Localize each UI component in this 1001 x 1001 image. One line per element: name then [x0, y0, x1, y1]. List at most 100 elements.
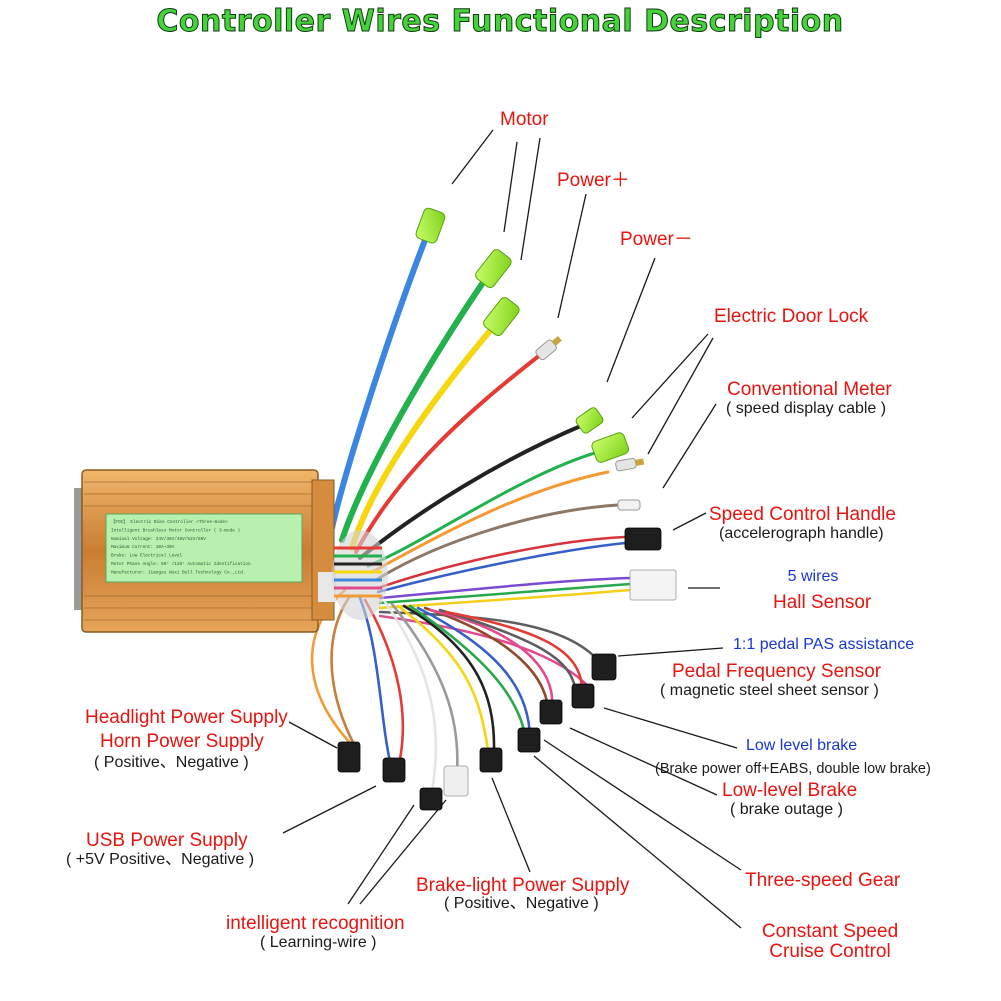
wire-hall-2 [378, 582, 632, 605]
connector-motor-green [475, 249, 512, 288]
plug-learning-black [419, 787, 443, 811]
wire-motor-blue [329, 232, 430, 531]
controller-plate-line: Nominal Voltage: 24V/36V/48V/52V/60V [111, 537, 206, 542]
label-usb-power-supply: USB Power Supply [86, 830, 248, 851]
controller-plate-line: Maximum Current: 10A~30A [111, 545, 175, 550]
wire-cruise-1 [408, 604, 528, 742]
leader-door-lock-2 [647, 337, 714, 455]
wire-brake-light-1 [396, 604, 490, 752]
connector-door-lock-green [575, 407, 604, 434]
wire-throttle-red [376, 535, 627, 590]
leader-door-lock-1 [631, 333, 709, 419]
label-low-level-brake-desc: (Brake power off+EABS, double low brake) [655, 761, 931, 777]
label-electric-door-lock: Electric Door Lock [714, 306, 869, 327]
label-power-positive: Power＋ [557, 170, 630, 191]
leader-pas [617, 647, 724, 657]
plug-hall [629, 569, 677, 601]
connector-motor-blue [415, 207, 446, 244]
leader-learning-1 [347, 804, 415, 905]
leader-three-speed [543, 739, 742, 871]
label-pedal-frequency-sensor: Pedal Frequency Sensor [672, 661, 882, 682]
plug-headlight [337, 741, 361, 773]
controller-plate-line: Brake: Low Electrical Level [111, 554, 183, 559]
callout-lines [282, 129, 742, 929]
controller-plate-line: 【FOC】 Electric Bike Controller <Three-mo… [111, 519, 228, 525]
controller-plate-line: Manufacturer: Jiangsu Wuxi Bull Technolo… [111, 570, 245, 575]
wire-usb-2 [363, 598, 405, 770]
label-three-speed-gear: Three-speed Gear [745, 870, 901, 891]
leader-low-brake-blue [603, 707, 738, 749]
label-power-negative: Power－ [620, 229, 693, 250]
diagram-title: Controller Wires Functional Description [156, 4, 844, 40]
wire-three-speed-2 [428, 608, 554, 708]
wire-power-pos [354, 353, 542, 554]
wire-pas-2 [378, 614, 588, 686]
wire-brake-light-2 [402, 604, 496, 752]
plug-throttle [624, 527, 662, 551]
accessory-wires [310, 588, 584, 794]
connector-meter-pin [617, 499, 641, 511]
label-pas-ratio: 1:1 pedal PAS assistance [733, 636, 915, 653]
label-brake-light-sub: ( Positive、Negative ) [444, 895, 599, 912]
leader-motor-3 [520, 137, 541, 261]
plug-usb [382, 757, 406, 783]
leader-brake-light [491, 777, 531, 873]
wire-hall-1 [378, 576, 632, 600]
controller-label-plate [105, 513, 303, 583]
leader-motor-2 [503, 141, 518, 233]
label-intelligent-recognition: intelligent recognition [226, 913, 405, 934]
label-low-level-brake: Low-level Brake [722, 780, 858, 801]
plug-brake-light [479, 747, 503, 773]
plug-cruise [517, 727, 541, 753]
main-wires [329, 232, 632, 686]
leader-power-neg [606, 257, 656, 383]
leader-motor-1 [451, 129, 494, 185]
connector-meter [615, 457, 645, 472]
wire-door-lock-1 [366, 450, 600, 568]
label-low-level-brake-blue: Low level brake [746, 737, 858, 754]
label-low-level-brake-sub: ( brake outage ) [730, 801, 843, 818]
label-learning-wire: ( Learning-wire ) [260, 934, 377, 951]
bullet-connectors [415, 207, 645, 511]
label-pedal-frequency-sensor-sub: ( magnetic steel sheet sensor ) [660, 682, 879, 699]
wire-door-lock-2 [370, 470, 610, 574]
label-headlight-power-supply: Headlight Power Supply [85, 707, 288, 728]
leader-cruise [533, 755, 742, 929]
plug-low-brake-1 [571, 683, 595, 709]
controller-body: 【FOC】 Electric Bike Controller <Three-mo… [74, 469, 336, 633]
label-speed-control-handle: Speed Control Handle [709, 504, 896, 525]
leader-usb [282, 785, 377, 834]
label-headlight-sub: ( Positive、Negative ) [94, 754, 249, 771]
wire-meter [374, 503, 620, 582]
label-conventional-meter-sub: ( speed display cable ) [726, 400, 887, 417]
controller-plate-text: 【FOC】 Electric Bike Controller <Three-mo… [111, 519, 251, 575]
wire-throttle-blue [376, 541, 627, 594]
label-hall-wires: 5 wires [787, 568, 839, 585]
plug-learning-white [443, 765, 469, 797]
wire-learning-1 [383, 600, 438, 794]
wire-motor-yellow [349, 323, 497, 551]
plug-connectors [337, 527, 677, 811]
leader-power-pos [557, 193, 587, 319]
label-speed-control-handle-sub: (accelerograph handle) [719, 525, 884, 542]
label-usb-sub: ( +5V Positive、Negative ) [66, 851, 255, 868]
connector-power-pos [535, 335, 562, 361]
wire-low-brake-1 [438, 608, 577, 690]
label-motor: Motor [500, 109, 549, 130]
leader-throttle [672, 512, 707, 531]
plug-three-speed [539, 699, 563, 725]
wire-learning-2 [390, 602, 459, 774]
label-horn-power-supply: Horn Power Supply [100, 731, 264, 752]
label-cruise-control-2: Cruise Control [769, 941, 891, 962]
wire-headlight-2 [330, 594, 358, 750]
wire-low-brake-2 [444, 610, 584, 690]
label-cruise-control-1: Constant Speed [761, 921, 899, 942]
leader-headlight [288, 721, 338, 749]
label-brake-light-power-supply: Brake-light Power Supply [416, 875, 630, 896]
leader-learning-2 [359, 799, 447, 905]
wire-motor-green [339, 275, 489, 543]
leader-low-brake [569, 727, 718, 796]
leader-meter [662, 403, 717, 489]
